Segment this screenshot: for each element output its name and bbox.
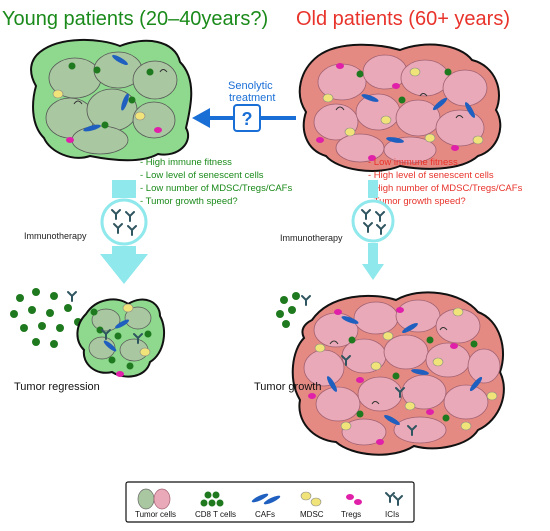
legend-treg-icon	[346, 494, 362, 505]
old-free-ici	[301, 295, 311, 306]
legend-cd8-label: CD8 T cells	[195, 510, 236, 519]
legend-ici-label: ICIs	[385, 510, 399, 519]
young-free-ici	[67, 291, 77, 302]
old-growing-tumor	[291, 291, 505, 456]
young-patients-header: Young patients (20–40years?)	[2, 8, 268, 30]
young-tumor	[30, 39, 193, 162]
young-trait-4: - Tumor growth speed?	[140, 196, 238, 207]
young-regressing-tumor	[76, 298, 166, 378]
young-trait-1: - High immune fitness	[140, 157, 232, 168]
young-free-cd8-cells	[10, 288, 82, 348]
young-outcome-label: Tumor regression	[14, 381, 100, 393]
senolytic-question-box	[233, 104, 261, 132]
legend-mdsc-icon	[300, 491, 322, 507]
senolytic-question-mark: ?	[242, 109, 253, 129]
young-immunotherapy-arrow	[100, 180, 148, 284]
old-trait-3: - High number of MDSC/Tregs/CAFs	[368, 183, 523, 194]
old-traits: - Low immune fitness - High level of sen…	[368, 157, 523, 207]
young-trait-3: - Low number of MDSC/Tregs/CAFs	[140, 183, 292, 194]
old-trait-4: - Tumor growth speed?	[368, 196, 466, 207]
young-immunotherapy-label: Immunotherapy	[24, 231, 87, 241]
legend-caf-label: CAFs	[255, 510, 275, 519]
old-trait-2: - High level of senescent cells	[368, 170, 494, 181]
old-free-cd8-cells	[276, 292, 300, 328]
legend-caf-icon	[251, 493, 281, 505]
old-trait-1: - Low immune fitness	[368, 157, 458, 168]
young-traits: - High immune fitness - Low level of sen…	[140, 157, 292, 207]
old-patients-header: Old patients (60+ years)	[296, 8, 510, 30]
legend-treg-label: Tregs	[341, 510, 361, 519]
young-trait-2: - Low level of senescent cells	[140, 170, 264, 181]
legend: Tumor cells CD8 T cells CAFs MDSC Tregs …	[125, 481, 415, 523]
legend-mdsc-label: MDSC	[300, 510, 324, 519]
senolytic-label-line2: treatment	[229, 92, 275, 104]
legend-cd8-icon	[200, 491, 224, 507]
old-outcome-label: Tumor growth	[254, 381, 321, 393]
old-immunotherapy-arrow	[351, 180, 395, 280]
old-tumor	[298, 43, 502, 172]
old-immunotherapy-label: Immunotherapy	[280, 233, 343, 243]
legend-tumor-cells-label: Tumor cells	[135, 510, 176, 519]
senolytic-label-line1: Senolytic	[228, 80, 273, 92]
legend-tumor-cells-icon	[137, 488, 171, 510]
